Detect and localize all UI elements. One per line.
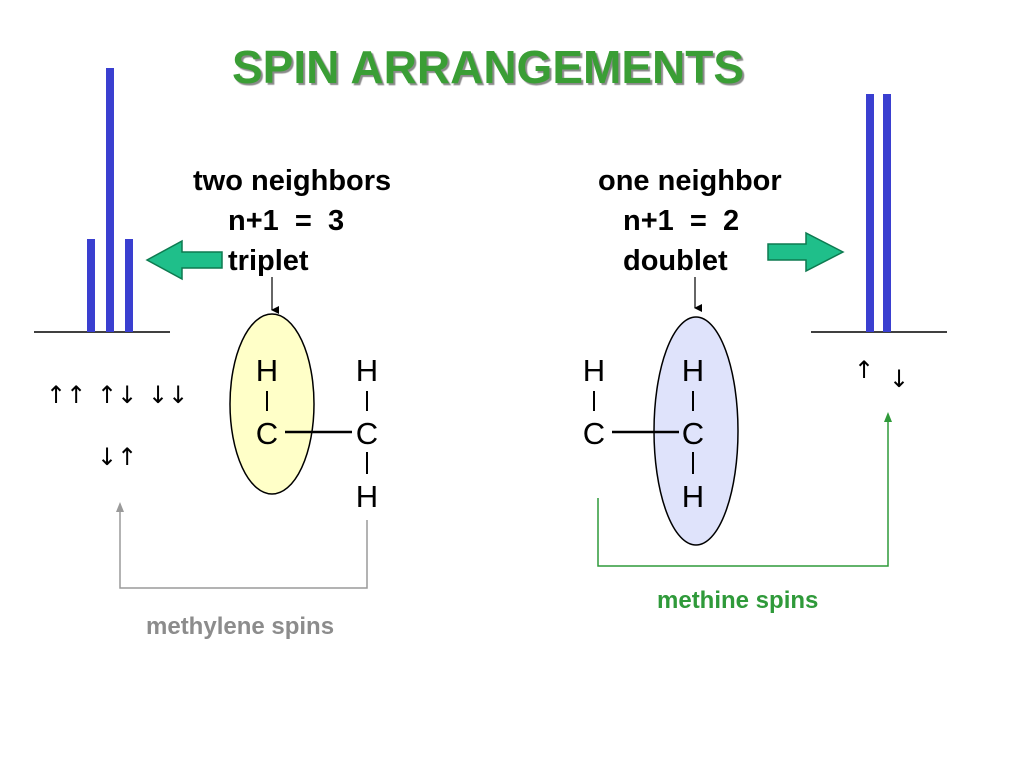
right-molecule: H C H C H — [583, 353, 704, 514]
spin-down-down: ↓↓ — [148, 381, 188, 409]
triplet-spectrum — [34, 68, 170, 333]
spin-up-up: ↑↑ — [46, 381, 86, 409]
spin-down: ↓ — [889, 365, 909, 393]
spin-up-down: ↑↓ — [97, 381, 137, 409]
doublet-peak-left — [866, 94, 874, 332]
left-atom-c-highlight: C — [256, 416, 278, 451]
methylene-spin-set: ↑↑ ↑↓ ↓↓ ↓↑ — [46, 381, 188, 471]
triplet-peak-left — [87, 239, 95, 332]
right-atom-c-highlight: C — [682, 416, 704, 451]
left-atom-h-highlight: H — [256, 353, 278, 388]
right-block-arrow — [767, 231, 845, 273]
right-atom-h-left: H — [583, 353, 605, 388]
left-atom-h-top: H — [356, 353, 378, 388]
doublet-spectrum — [811, 94, 947, 333]
left-multiplicity: triplet — [228, 245, 309, 277]
right-heading: one neighbor — [598, 165, 782, 197]
left-rule: n+1 = 3 — [228, 205, 344, 237]
methine-bracket-arrowhead — [884, 412, 892, 422]
left-atom-h-bottom: H — [356, 479, 378, 514]
methylene-caption: methylene spins — [146, 613, 334, 640]
right-rule: n+1 = 2 — [623, 205, 739, 237]
right-multiplicity: doublet — [623, 245, 728, 277]
methylene-highlight-ellipse — [229, 313, 315, 495]
methylene-bracket — [119, 508, 368, 589]
spin-down-up: ↓↑ — [97, 443, 137, 471]
left-heading: two neighbors — [193, 165, 391, 197]
triplet-peak-center — [106, 68, 114, 332]
triplet-peak-right — [125, 239, 133, 332]
right-atom-h-top-highlight: H — [682, 353, 704, 388]
right-atom-h-bottom-highlight: H — [682, 479, 704, 514]
right-atom-c-left: C — [583, 416, 605, 451]
left-molecule: H C H C H — [256, 353, 378, 514]
left-atom-c: C — [356, 416, 378, 451]
methine-bracket — [597, 418, 889, 567]
slide-title: SPIN ARRANGEMENTS — [232, 41, 744, 93]
methine-caption: methine spins — [657, 587, 818, 614]
doublet-peak-right — [883, 94, 891, 332]
left-block-arrow — [145, 239, 223, 281]
spin-up: ↑ — [854, 356, 874, 384]
methylene-bracket-arrowhead — [116, 502, 124, 512]
